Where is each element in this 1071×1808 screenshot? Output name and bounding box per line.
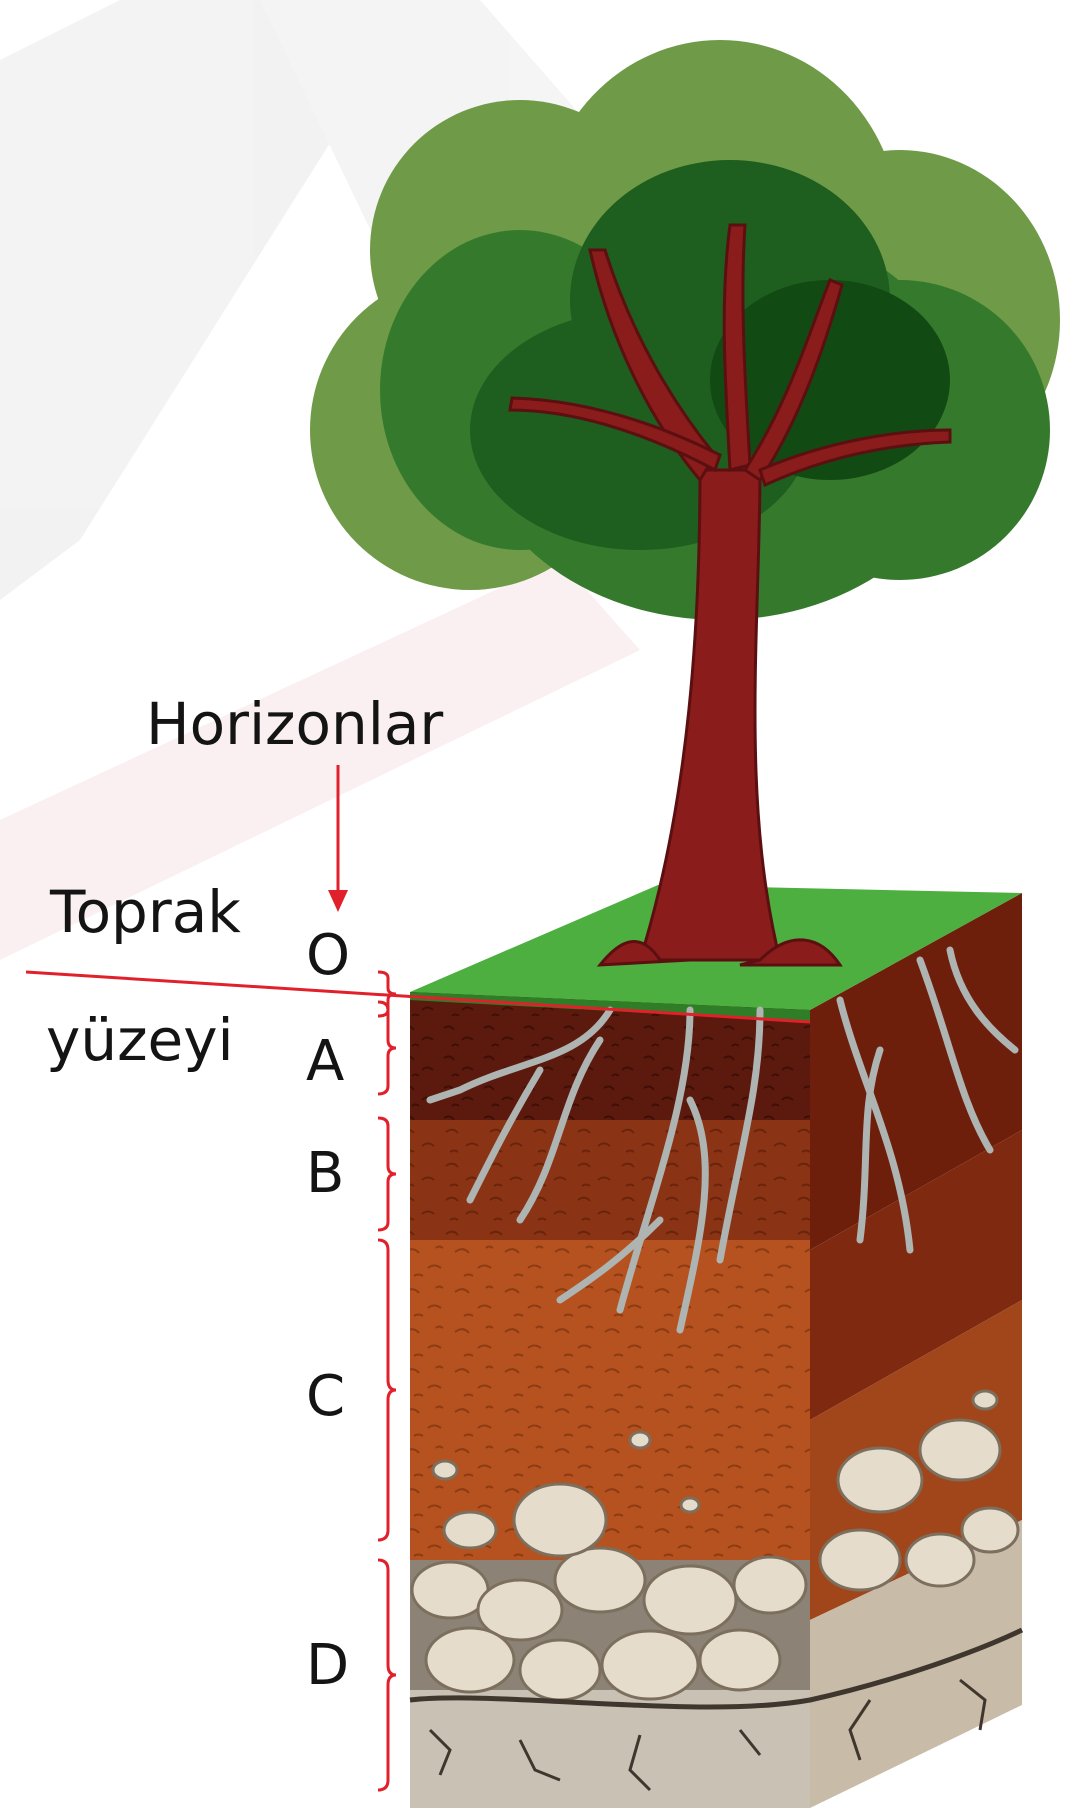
- horizon-label-A: A: [306, 1034, 344, 1090]
- horizon-label-O: O: [306, 928, 350, 984]
- horizon-label-D: D: [306, 1638, 349, 1694]
- brace-B: [378, 1118, 396, 1230]
- surface-label-line2: yüzeyi: [46, 1011, 234, 1069]
- diagram-title: Horizonlar: [146, 695, 443, 753]
- surface-label-line1: Toprak: [50, 883, 241, 941]
- title-arrow-head: [328, 890, 348, 912]
- brace-C: [378, 1240, 396, 1540]
- horizon-label-C: C: [306, 1369, 345, 1425]
- horizon-label-B: B: [306, 1146, 344, 1202]
- brace-D: [378, 1560, 396, 1790]
